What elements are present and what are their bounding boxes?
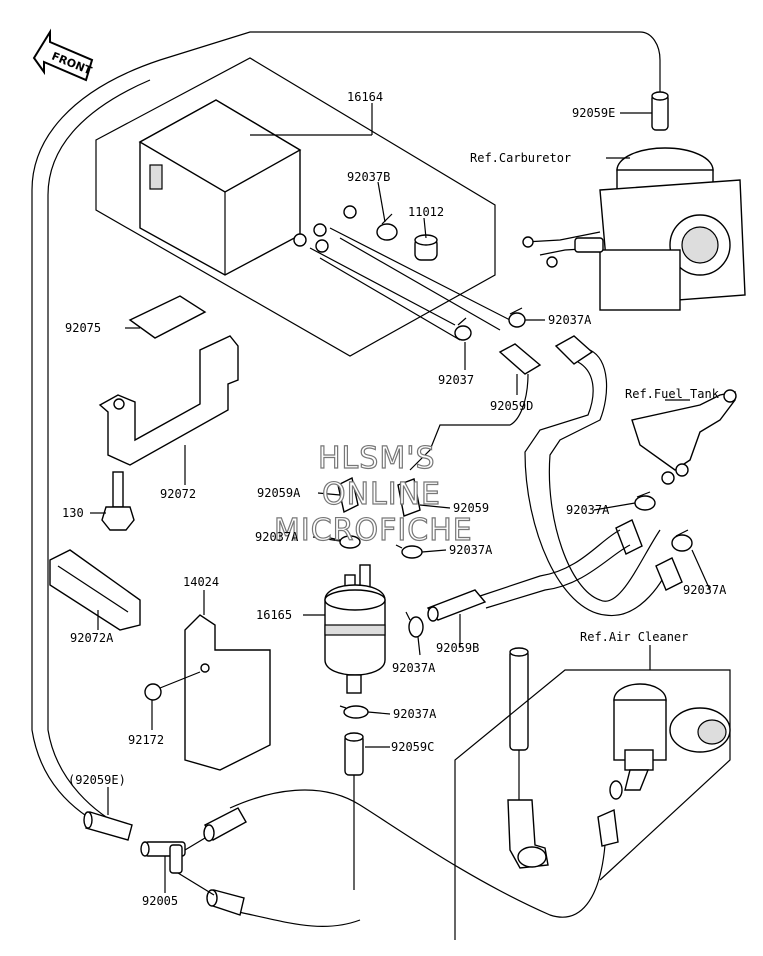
label-11012: 11012 [408,205,444,219]
label-92059d: 92059D [490,399,533,413]
canister-hose-lower [309,247,461,341]
label-92037: 92037 [438,373,474,387]
hose-piece-carb [554,335,594,365]
label-16164: 16164 [347,90,383,104]
label-16165: 16165 [256,608,292,622]
watermark-line-2: ONLINE [322,477,441,512]
fuel-tank-ref [631,389,737,485]
label-92059: 92059 [453,501,489,515]
hose-92059b-route [479,529,621,597]
clamp-92037a-filter-bottom [339,705,369,719]
label-92059a: 92059A [257,486,301,500]
hose-air-cleaner-vertical [509,647,529,751]
bottom-hose-2 [237,911,361,927]
label-92005: 92005 [142,894,178,908]
label-92037a-mid: 92037A [392,661,436,675]
clamp-92037a-canister [508,307,526,328]
label-92059b: 92059B [436,641,479,655]
hose-92059d-down [409,373,529,471]
clamp-92037a-filter-left [329,535,361,549]
strap-92072a [49,549,141,631]
hose-92059c [344,732,364,776]
hose-piece-bottom-mid [203,807,247,842]
label-ref-air-cleaner: Ref.Air Cleaner [580,630,688,644]
part-labels: 16164 92059E Ref.Carburetor 92037B 11012… [62,90,727,908]
hose-92059 [397,478,421,517]
hose-piece-bottom-low [206,889,245,916]
air-cleaner-box [454,669,731,940]
label-92037a-tank-left: 92037A [566,503,610,517]
watermark-line-1: HLSM'S [318,441,436,476]
hose-92059b-route-inner [485,544,631,609]
hose-piece-tank-left [615,519,643,555]
cap-11012 [414,234,438,261]
hose-piece-tank-right [655,557,683,591]
label-92059e-paren: (92059E) [68,773,126,787]
hose-air-cleaner-short [597,808,619,847]
leader-lines [90,103,711,893]
label-92037a-filter-left: 92037A [255,530,299,544]
label-92075: 92075 [65,321,101,335]
hose-92059e-top [651,91,669,131]
watermark-line-3: MICROFICHE [274,513,473,548]
clamp-92037a-tank-left [634,491,656,511]
label-92037a-filter-bottom: 92037A [393,707,437,721]
clamp-92037b [376,213,398,241]
carb-to-tank-hose-inner [524,361,673,617]
front-arrow-icon: FRONT [32,28,94,82]
tee-link-2 [177,872,215,896]
elbow-air-cleaner [507,799,549,869]
bottom-hose-1 [229,789,606,918]
screw-92172 [144,671,201,701]
canister-box-outline [95,57,496,357]
air-cleaner-ref [613,683,731,791]
label-130: 130 [62,506,84,520]
fuel-filter-16165 [324,564,386,694]
cover-14024 [184,614,271,771]
label-92059e: 92059E [572,106,615,120]
tee-link [184,837,206,851]
hose-92059d [498,343,542,375]
watermark: HLSM'S ONLINE MICROFICHE [273,440,473,548]
tee-92005 [140,841,186,874]
label-92037a-tank-right: 92037A [683,583,727,597]
clamp-92037-left [454,317,472,341]
bracket-92072 [98,335,239,466]
clamp-92037a-mid [405,611,424,638]
label-ref-carburetor: Ref.Carburetor [470,151,571,165]
vent-hose-inner [47,79,151,831]
hose-92059e-bottom [83,811,133,841]
pad-92075 [128,295,207,339]
label-92037a-filter-right: 92037A [449,543,493,557]
label-92172: 92172 [128,733,164,747]
label-92037b: 92037B [347,170,390,184]
carburetor-ref [522,147,746,311]
label-ref-fuel-tank: Ref.Fuel Tank [625,387,720,401]
clamp-air-cleaner [609,780,623,800]
hose-92059a [337,476,359,514]
label-92072: 92072 [160,487,196,501]
label-14024: 14024 [183,575,219,589]
bolt-130 [101,471,135,531]
canister-16164 [138,99,357,276]
label-92037a-canister: 92037A [548,313,592,327]
clamp-92037a-tank-right [671,529,693,552]
carb-to-tank-hose [548,349,661,602]
label-92059c: 92059C [391,740,434,754]
hose-92059b [426,589,487,622]
main-vent-hose-outline [31,31,661,831]
label-92072a: 92072A [70,631,114,645]
canister-hose-upper [329,227,511,331]
